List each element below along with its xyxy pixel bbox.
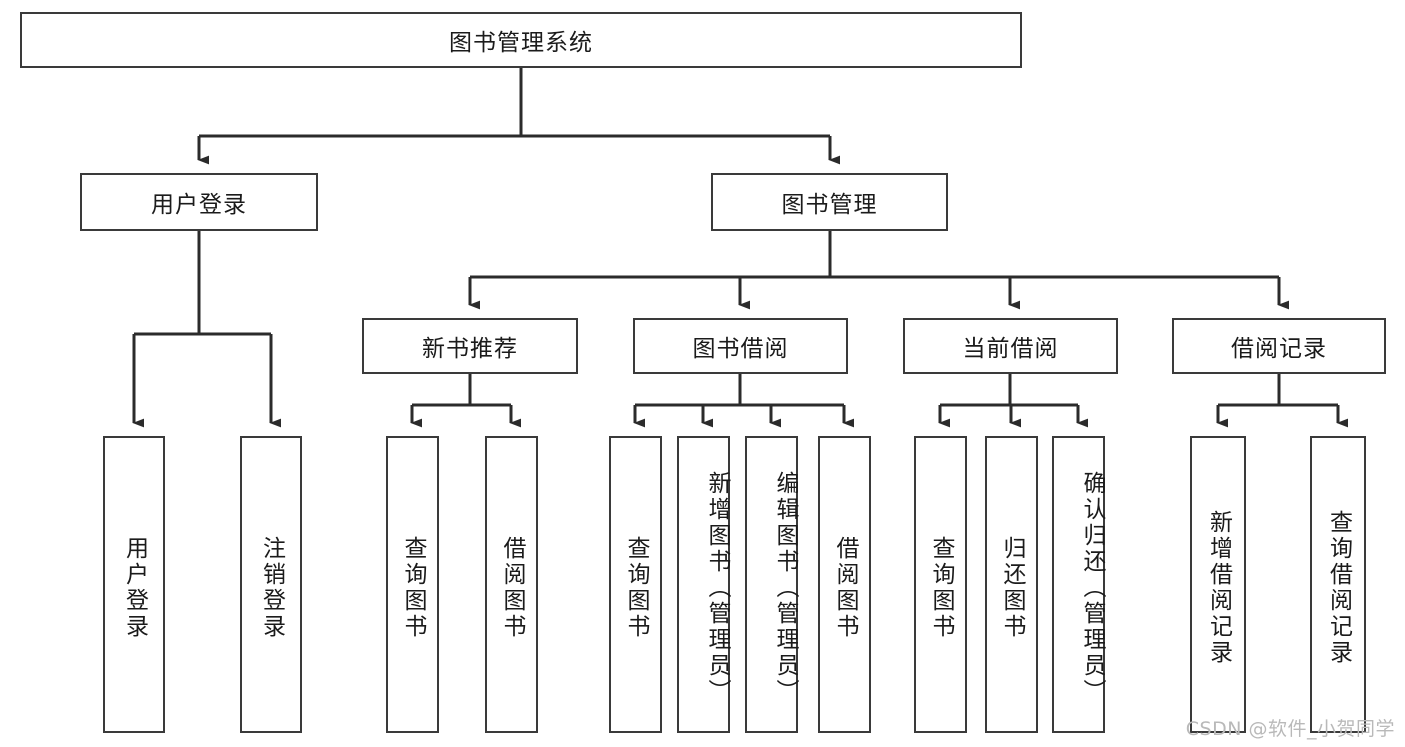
node-leaf-book-borrow-label: 借阅图书 bbox=[832, 535, 858, 640]
node-book-borrow-label: 图书借阅 bbox=[692, 336, 789, 362]
node-leaf-borrow-query-label: 查询图书 bbox=[623, 535, 649, 640]
node-leaf-rec-query[interactable]: 查询图书 bbox=[386, 436, 439, 733]
node-leaf-rec-search[interactable]: 查询借阅记录 bbox=[1310, 436, 1366, 733]
node-book-borrow[interactable]: 图书借阅 bbox=[633, 318, 848, 374]
node-leaf-book-borrow[interactable]: 借阅图书 bbox=[818, 436, 871, 733]
node-user-login[interactable]: 用户登录 bbox=[80, 173, 318, 231]
node-leaf-user-login-label: 用户登录 bbox=[121, 535, 148, 640]
node-book-manage-label: 图书管理 bbox=[781, 192, 878, 218]
csdn-watermark: CSDN @软件_小贺同学 bbox=[1185, 718, 1395, 740]
node-leaf-user-login[interactable]: 用户登录 bbox=[103, 436, 165, 733]
node-leaf-user-logout-label: 注销登录 bbox=[258, 535, 285, 640]
node-leaf-book-edit[interactable]: 编辑图书（管理员） bbox=[745, 436, 798, 733]
node-root[interactable]: 图书管理系统 bbox=[20, 12, 1022, 68]
node-new-book-rec-label: 新书推荐 bbox=[422, 336, 518, 362]
node-leaf-cur-return[interactable]: 归还图书 bbox=[985, 436, 1038, 733]
node-leaf-book-edit-label: 编辑图书（管理员） bbox=[772, 470, 798, 705]
node-leaf-rec-query-label: 查询图书 bbox=[400, 535, 426, 640]
node-leaf-book-add[interactable]: 新增图书（管理员） bbox=[677, 436, 730, 733]
node-leaf-rec-borrow-label: 借阅图书 bbox=[499, 535, 525, 640]
node-leaf-cur-query[interactable]: 查询图书 bbox=[914, 436, 967, 733]
node-leaf-rec-add-label: 新增借阅记录 bbox=[1205, 509, 1232, 666]
node-current-borrow[interactable]: 当前借阅 bbox=[903, 318, 1118, 374]
node-new-book-rec[interactable]: 新书推荐 bbox=[362, 318, 578, 374]
node-leaf-borrow-query[interactable]: 查询图书 bbox=[609, 436, 662, 733]
node-borrow-record[interactable]: 借阅记录 bbox=[1172, 318, 1386, 374]
node-leaf-rec-borrow[interactable]: 借阅图书 bbox=[485, 436, 538, 733]
node-leaf-rec-search-label: 查询借阅记录 bbox=[1325, 509, 1352, 666]
node-book-manage[interactable]: 图书管理 bbox=[711, 173, 948, 231]
node-leaf-cur-confirm[interactable]: 确认归还（管理员） bbox=[1052, 436, 1105, 733]
node-leaf-book-add-label: 新增图书（管理员） bbox=[704, 470, 730, 705]
node-leaf-user-logout[interactable]: 注销登录 bbox=[240, 436, 302, 733]
node-leaf-cur-query-label: 查询图书 bbox=[928, 535, 954, 640]
node-leaf-cur-return-label: 归还图书 bbox=[999, 535, 1025, 640]
node-borrow-record-label: 借阅记录 bbox=[1231, 336, 1327, 362]
node-leaf-cur-confirm-label: 确认归还（管理员） bbox=[1079, 470, 1105, 705]
node-current-borrow-label: 当前借阅 bbox=[962, 336, 1059, 362]
node-leaf-rec-add[interactable]: 新增借阅记录 bbox=[1190, 436, 1246, 733]
node-user-login-label: 用户登录 bbox=[151, 192, 247, 218]
node-root-label: 图书管理系统 bbox=[449, 30, 593, 56]
